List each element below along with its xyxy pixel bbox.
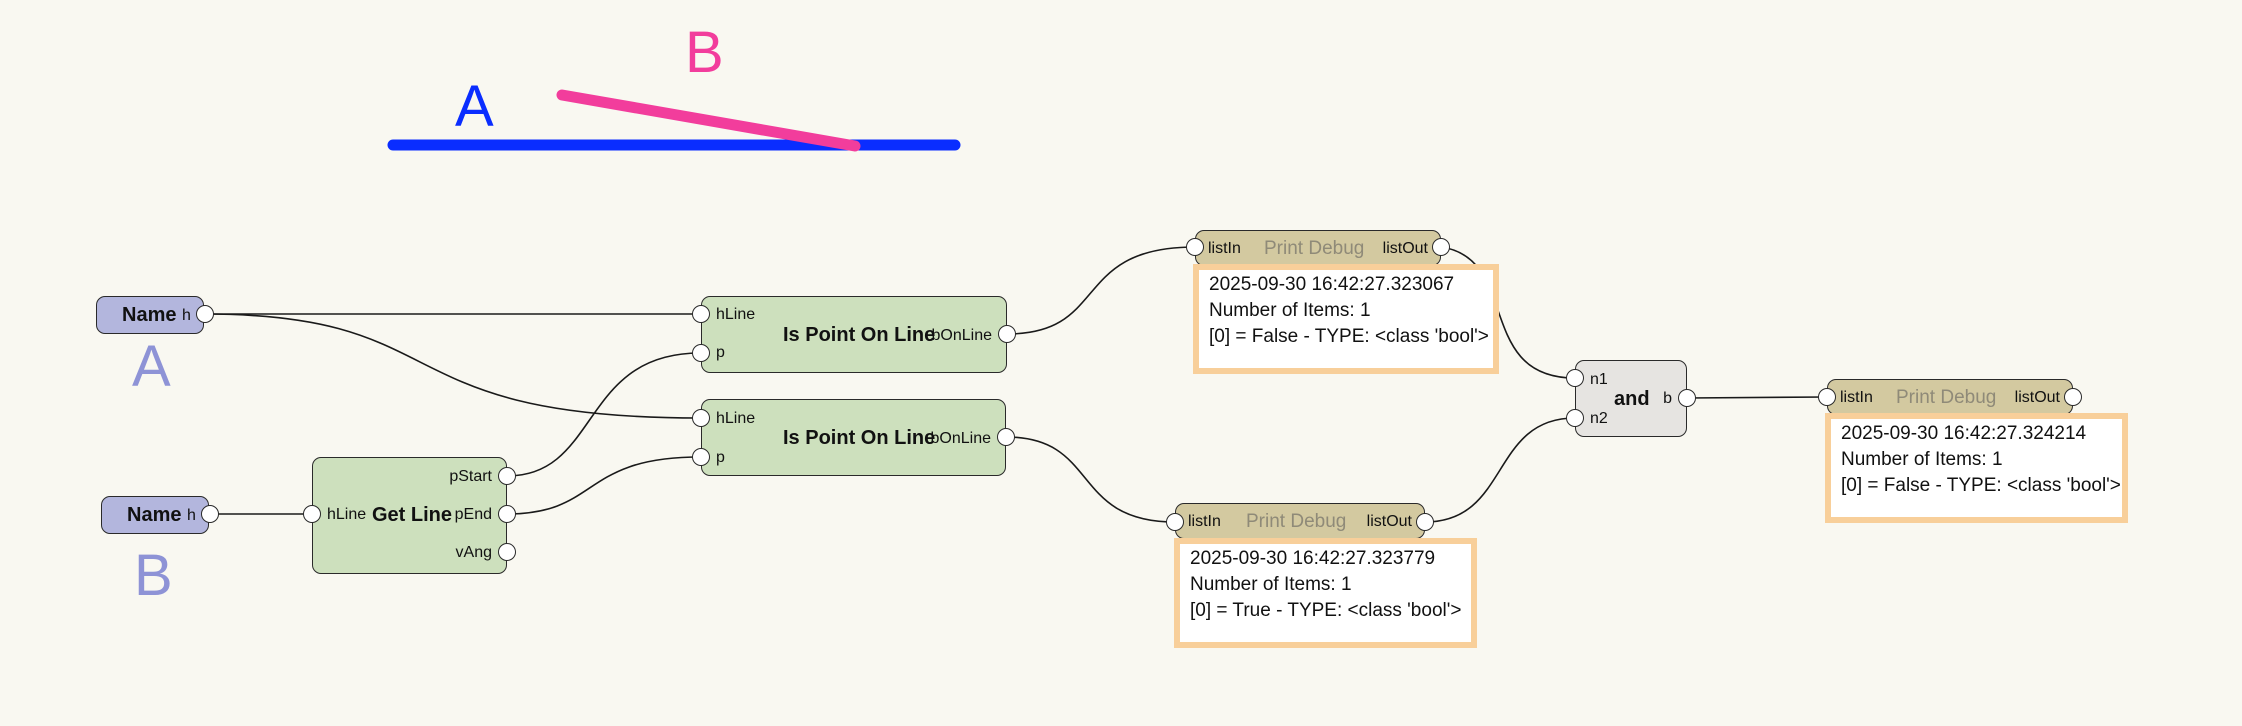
debug-1-output-panel: 2025-09-30 16:42:27.323067 Number of Ite… xyxy=(1193,264,1499,374)
debug-2-out-port[interactable] xyxy=(1416,513,1434,531)
print-debug-node-2[interactable]: listIn Print Debug listOut xyxy=(1175,503,1425,539)
debug-2-output-panel: 2025-09-30 16:42:27.323779 Number of Ite… xyxy=(1174,538,1477,648)
wire-debug2-to-and-n2 xyxy=(1424,417,1576,523)
and-title: and xyxy=(1614,388,1650,410)
get-line-in-hline-port[interactable] xyxy=(303,505,321,523)
is-point-2-in-p-label: p xyxy=(716,449,725,466)
and-in-n2-port[interactable] xyxy=(1566,409,1584,427)
wire-pstart-to-ispoint1-p xyxy=(506,352,701,477)
name-node-a-port-label: h xyxy=(182,307,191,324)
debug-3-output-panel: 2025-09-30 16:42:27.324214 Number of Ite… xyxy=(1825,413,2128,523)
get-line-in-hline-label: hLine xyxy=(327,506,367,523)
name-node-b-caption: B xyxy=(134,543,173,608)
debug-3-out-port[interactable] xyxy=(2064,388,2082,406)
debug-3-in-port[interactable] xyxy=(1818,388,1836,406)
get-line-out-pstart-port[interactable] xyxy=(498,467,516,485)
wire-name-a-to-ispoint2-hline xyxy=(203,313,701,419)
debug-3-output-line: 2025-09-30 16:42:27.324214 xyxy=(1841,423,2087,444)
debug-2-out-label: listOut xyxy=(1366,513,1412,530)
is-point-2-out-port[interactable] xyxy=(997,428,1015,446)
wire-ispoint1-to-debug1 xyxy=(1006,246,1196,335)
print-debug-node-1[interactable]: listIn Print Debug listOut xyxy=(1195,230,1441,266)
get-line-out-pstart-label: pStart xyxy=(449,468,492,485)
debug-1-out-label: listOut xyxy=(1382,240,1428,257)
is-point-1-in-hline-port[interactable] xyxy=(692,305,710,323)
is-point-1-in-p-port[interactable] xyxy=(692,344,710,362)
get-line-title: Get Line xyxy=(372,504,453,526)
and-out-b-port[interactable] xyxy=(1678,389,1696,407)
is-point-1-title: Is Point On Line xyxy=(783,324,936,346)
name-node-b[interactable]: Name h xyxy=(101,496,209,534)
name-node-b-port-label: h xyxy=(187,507,196,524)
debug-1-output-line: Number of Items: 1 xyxy=(1209,300,1371,321)
is-point-2-in-hline-label: hLine xyxy=(716,410,756,427)
and-out-b-label: b xyxy=(1663,390,1672,407)
and-node[interactable]: n1 and b n2 xyxy=(1575,360,1687,437)
name-node-a-caption: A xyxy=(132,334,171,399)
wire-and-to-debug3 xyxy=(1686,396,1828,399)
is-point-2-in-p-port[interactable] xyxy=(692,448,710,466)
debug-3-title: Print Debug xyxy=(1896,387,1997,408)
debug-2-in-port[interactable] xyxy=(1166,513,1184,531)
debug-2-output-line: Number of Items: 1 xyxy=(1190,574,1352,595)
get-line-out-vang-port[interactable] xyxy=(498,543,516,561)
is-point-1-out-label: bOnLine xyxy=(931,327,993,344)
and-in-n1-port[interactable] xyxy=(1566,369,1584,387)
get-line-out-vang-label: vAng xyxy=(455,544,492,561)
name-node-a-title: Name xyxy=(122,304,177,326)
name-node-b-title: Name xyxy=(127,504,182,526)
is-point-1-in-p-label: p xyxy=(716,344,725,361)
debug-2-output-line: 2025-09-30 16:42:27.323779 xyxy=(1190,548,1436,569)
is-point-1-out-port[interactable] xyxy=(998,325,1016,343)
get-line-out-pend-label: pEnd xyxy=(454,506,492,523)
is-point-2-title: Is Point On Line xyxy=(783,427,936,449)
name-node-b-output-port[interactable] xyxy=(201,505,219,523)
and-in-n1-label: n1 xyxy=(1590,371,1608,388)
print-debug-node-3[interactable]: listIn Print Debug listOut xyxy=(1827,379,2073,415)
wire-debug1-to-and-n1 xyxy=(1440,246,1576,379)
debug-2-output-line: [0] = True - TYPE: <class 'bool'> xyxy=(1190,600,1462,621)
preview-label-b: B xyxy=(685,20,724,85)
debug-3-output-line: Number of Items: 1 xyxy=(1841,449,2003,470)
is-point-2-in-hline-port[interactable] xyxy=(692,409,710,427)
preview-line-b xyxy=(556,89,861,152)
is-point-on-line-node-1[interactable]: hLine Is Point On Line bOnLine p xyxy=(701,296,1007,373)
debug-3-in-label: listIn xyxy=(1840,389,1873,406)
wire-pend-to-ispoint2-p xyxy=(506,456,701,515)
is-point-1-in-hline-label: hLine xyxy=(716,306,756,323)
debug-1-output-line: [0] = False - TYPE: <class 'bool'> xyxy=(1209,326,1489,347)
name-node-a-output-port[interactable] xyxy=(196,305,214,323)
preview-label-a: A xyxy=(455,74,494,139)
debug-1-in-label: listIn xyxy=(1208,240,1241,257)
wire-ispoint2-to-debug2 xyxy=(1005,436,1176,523)
debug-1-title: Print Debug xyxy=(1264,238,1365,259)
is-point-2-out-label: bOnLine xyxy=(930,430,992,447)
debug-1-output-line: 2025-09-30 16:42:27.323067 xyxy=(1209,274,1455,295)
and-in-n2-label: n2 xyxy=(1590,410,1608,427)
debug-2-in-label: listIn xyxy=(1188,513,1221,530)
debug-3-out-label: listOut xyxy=(2014,389,2060,406)
get-line-out-pend-port[interactable] xyxy=(498,505,516,523)
is-point-on-line-node-2[interactable]: hLine Is Point On Line bOnLine p xyxy=(701,399,1006,476)
name-node-a[interactable]: Name h xyxy=(96,296,204,334)
debug-1-in-port[interactable] xyxy=(1186,238,1204,256)
debug-2-title: Print Debug xyxy=(1246,511,1347,532)
debug-1-out-port[interactable] xyxy=(1432,238,1450,256)
debug-3-output-line: [0] = False - TYPE: <class 'bool'> xyxy=(1841,475,2121,496)
get-line-node[interactable]: pStart hLine Get Line pEnd vAng xyxy=(312,457,507,574)
